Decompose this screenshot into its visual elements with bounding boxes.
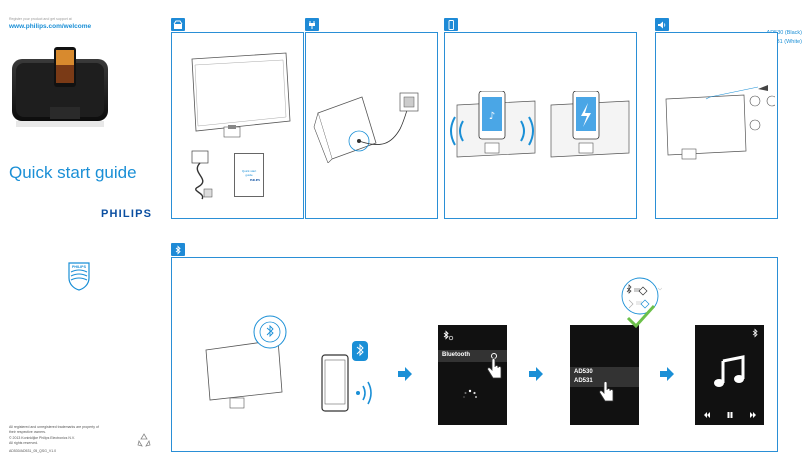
phone-screen-device-list: AD530 AD531 bbox=[570, 325, 639, 425]
panel-dock-phone: ♪ bbox=[444, 32, 637, 219]
phone-bluetooth-illustration bbox=[321, 341, 372, 412]
check-mark-icon bbox=[626, 304, 656, 329]
page-title: Quick start guide bbox=[9, 163, 137, 182]
document-code: AD530/AD531_05_QSG_V1.0 bbox=[9, 449, 57, 453]
shield-text: PHILIPS bbox=[72, 265, 87, 269]
dock-bluetooth-illustration bbox=[205, 315, 287, 409]
arrow-right-icon bbox=[529, 367, 543, 381]
power-connection-illustration bbox=[313, 92, 419, 163]
phone-screen-music bbox=[695, 325, 764, 425]
power-adapter-illustration bbox=[191, 150, 213, 200]
legal-line-3: © 2013 Koninklijke Philips Electronics N… bbox=[9, 436, 75, 440]
svg-text:♪: ♪ bbox=[489, 111, 495, 122]
next-track-icon[interactable] bbox=[749, 411, 757, 419]
hand-pointer-icon bbox=[487, 358, 502, 379]
recycle-icon bbox=[137, 433, 151, 447]
bluetooth-label: Bluetooth bbox=[442, 352, 470, 358]
arrow-right-icon bbox=[398, 367, 412, 381]
pause-icon[interactable] bbox=[726, 411, 734, 419]
bluetooth-search-icon bbox=[443, 330, 454, 341]
phone-icon bbox=[448, 19, 454, 30]
panel-box-contents: Quick start guide PHILIPS bbox=[171, 32, 304, 219]
device-name-1: AD530 bbox=[574, 369, 593, 375]
model-black: AD530 (Black) bbox=[766, 30, 802, 36]
tab-bluetooth bbox=[171, 243, 185, 256]
panel-volume bbox=[655, 32, 778, 219]
hand-pointer-icon bbox=[599, 381, 614, 402]
tab-box-contents bbox=[171, 18, 185, 31]
legal-line-2: their respective owners. bbox=[9, 430, 46, 434]
loading-spinner-icon bbox=[463, 389, 477, 398]
bluetooth-connected-icon bbox=[752, 328, 758, 338]
bluetooth-icon bbox=[175, 244, 181, 255]
support-url: www.philips.com/welcome bbox=[9, 23, 92, 30]
register-text: Register your product and get support at bbox=[9, 17, 72, 21]
volume-controls-illustration bbox=[665, 85, 775, 160]
speaker-dock-illustration bbox=[191, 52, 291, 138]
panel-power bbox=[305, 32, 438, 219]
product-photo bbox=[10, 47, 110, 133]
device-list-item[interactable]: AD530 AD531 bbox=[570, 367, 639, 387]
power-plug-icon bbox=[309, 20, 315, 29]
tab-dock-phone bbox=[444, 18, 458, 31]
legal-line-1: All registered and unregistered trademar… bbox=[9, 425, 99, 429]
model-white: AD531 (White) bbox=[765, 39, 802, 45]
device-name-2: AD531 bbox=[574, 378, 593, 384]
arrow-right-icon bbox=[660, 367, 674, 381]
philips-shield-logo: PHILIPS bbox=[68, 262, 90, 291]
volume-icon bbox=[658, 21, 666, 28]
philips-wordmark: PHILIPS bbox=[101, 208, 153, 220]
panel-bluetooth: Bluetooth AD530 AD531 bbox=[171, 257, 778, 452]
previous-track-icon[interactable] bbox=[703, 411, 711, 419]
qsg-booklet: Quick start guide PHILIPS bbox=[234, 153, 264, 197]
docking-illustration: ♪ bbox=[450, 91, 630, 158]
box-contents-icon bbox=[173, 20, 183, 29]
booklet-brand: PHILIPS bbox=[249, 179, 260, 182]
phone-screen-bluetooth: Bluetooth bbox=[438, 325, 507, 425]
music-note-icon bbox=[714, 355, 745, 387]
connected-bubble bbox=[621, 277, 662, 329]
booklet-title: Quick start guide bbox=[241, 169, 257, 177]
tab-power bbox=[305, 18, 319, 31]
legal-line-4: All rights reserved. bbox=[9, 441, 38, 445]
tab-volume bbox=[655, 18, 669, 31]
